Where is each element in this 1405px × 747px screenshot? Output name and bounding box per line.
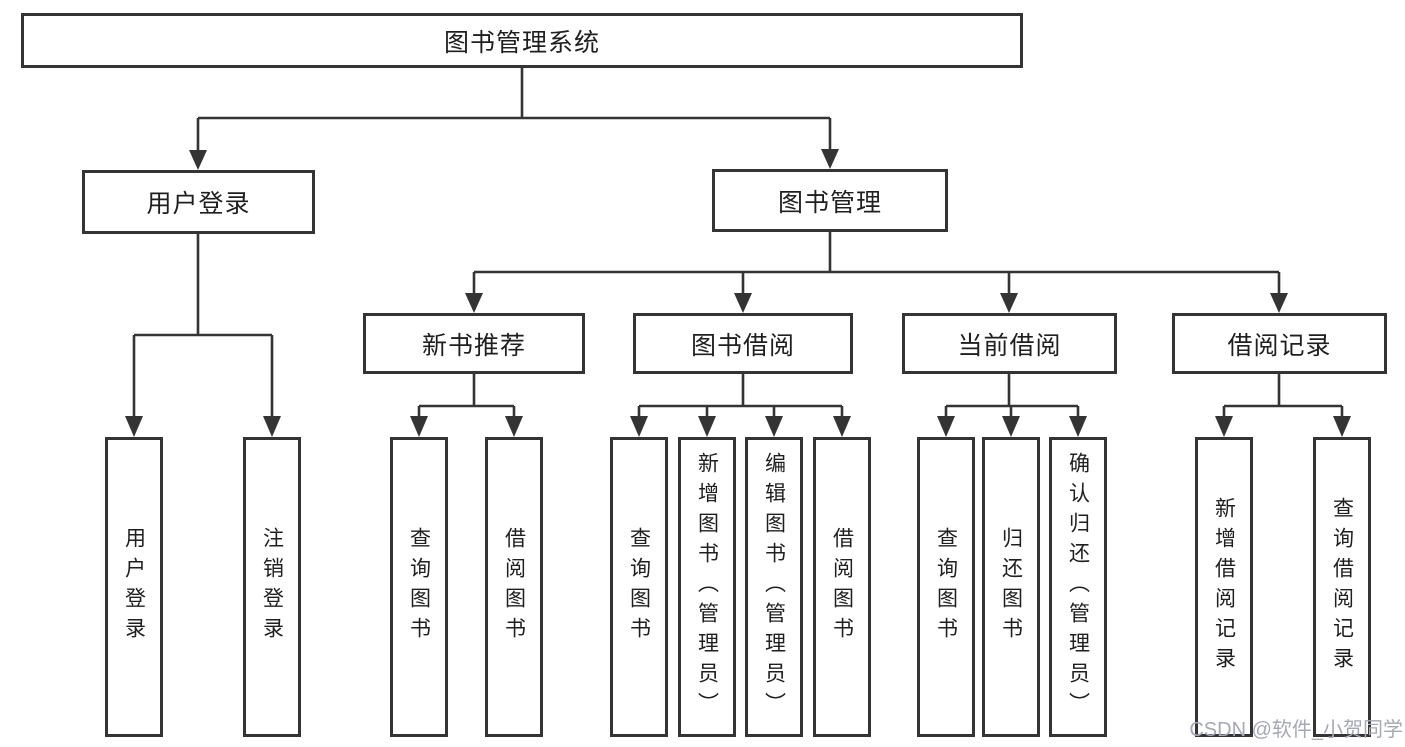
node-library-management-system-label: 图书管理系统 [443,28,600,57]
leaf-query-books-borrowing: 查询图书 [610,437,668,737]
leaf-add-books-admin-label: 新增图书（管理员） [695,452,719,722]
leaf-user-login: 用户登录 [105,437,163,737]
leaf-confirm-return-admin: 确认归还（管理员） [1049,437,1107,737]
leaf-query-books-borrowing-label: 查询图书 [627,527,651,647]
leaf-add-borrow-record: 新增借阅记录 [1195,437,1253,737]
leaf-edit-books-admin: 编辑图书（管理员） [745,437,803,737]
node-library-management-system: 图书管理系统 [21,13,1023,68]
node-borrowing-records-label: 借阅记录 [1227,331,1332,360]
node-user-login: 用户登录 [82,170,315,234]
leaf-logout-label: 注销登录 [260,527,284,647]
leaf-logout: 注销登录 [243,437,301,737]
leaf-confirm-return-admin-label: 确认归还（管理员） [1066,452,1090,722]
leaf-user-login-label: 用户登录 [122,527,146,647]
leaf-query-borrow-record-label: 查询借阅记录 [1330,497,1354,677]
leaf-borrow-books-borrowing-label: 借阅图书 [830,527,854,647]
node-current-borrowing-label: 当前借阅 [957,331,1062,360]
node-new-book-recommendation-label: 新书推荐 [421,331,526,360]
leaf-return-books: 归还图书 [982,437,1040,737]
leaf-borrow-books-recommend: 借阅图书 [485,437,543,737]
leaf-edit-books-admin-label: 编辑图书（管理员） [762,452,786,722]
node-book-management-label: 图书管理 [777,188,882,217]
csdn-watermark: CSDN @软件_小贺同学 [1189,719,1403,741]
node-book-borrowing: 图书借阅 [633,313,853,374]
leaf-query-books-current-label: 查询图书 [934,527,958,647]
leaf-borrow-books-recommend-label: 借阅图书 [502,527,526,647]
node-new-book-recommendation: 新书推荐 [363,313,585,374]
leaf-borrow-books-borrowing: 借阅图书 [813,437,871,737]
node-book-management: 图书管理 [712,169,948,232]
leaf-return-books-label: 归还图书 [999,527,1023,647]
node-book-borrowing-label: 图书借阅 [690,331,795,360]
node-current-borrowing: 当前借阅 [902,313,1117,374]
leaf-query-books-current: 查询图书 [917,437,975,737]
leaf-query-books-recommend: 查询图书 [390,437,448,737]
node-user-login-label: 用户登录 [146,190,251,218]
leaf-query-books-recommend-label: 查询图书 [407,527,431,647]
node-borrowing-records: 借阅记录 [1172,313,1387,374]
leaf-add-borrow-record-label: 新增借阅记录 [1212,497,1236,677]
leaf-add-books-admin: 新增图书（管理员） [678,437,736,737]
leaf-query-borrow-record: 查询借阅记录 [1313,437,1371,737]
